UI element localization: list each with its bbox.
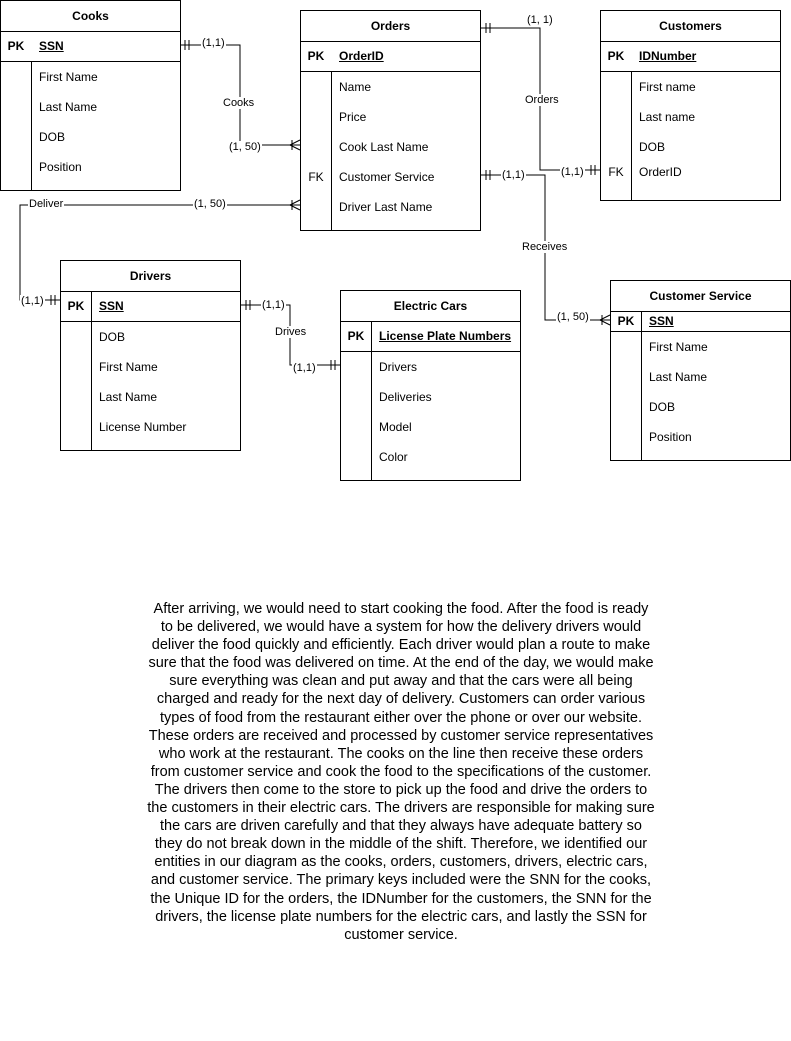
attribute: First Name <box>649 340 708 354</box>
attribute: Model <box>379 420 412 434</box>
pk-label: PK <box>67 299 85 313</box>
attribute: Position <box>649 430 692 444</box>
attribute: Last Name <box>99 390 158 404</box>
entity-cooks[interactable]: Cooks PK SSN First Name Last Name DOB Po… <box>0 0 181 191</box>
cardinality-cooks-a: (1,1) <box>201 37 226 49</box>
primary-key-row: PK SSN <box>1 31 180 62</box>
attribute: Driver Last Name <box>339 200 433 214</box>
relationship-label-deliver: Deliver <box>28 198 65 210</box>
relationship-label-cooks: Cooks <box>222 97 256 109</box>
column-divider <box>641 311 642 460</box>
attribute: Customer Service <box>339 170 435 184</box>
attribute: First name <box>639 80 696 94</box>
attribute: Name <box>339 80 372 94</box>
cardinality-deliver-b: (1,1) <box>20 295 45 307</box>
entity-customer-service[interactable]: Customer Service PK SSN First Name Last … <box>610 280 791 461</box>
column-divider <box>631 71 632 200</box>
primary-key-name: License Plate Numbers <box>379 329 512 343</box>
attribute: OrderID <box>639 165 682 179</box>
pk-label: PK <box>307 49 325 63</box>
description-paragraph: After arriving, we would need to start c… <box>147 601 655 943</box>
attribute: Position <box>39 160 82 174</box>
attribute: DOB <box>99 330 126 344</box>
primary-key-name: SSN <box>39 39 64 53</box>
entity-title: Drivers <box>61 261 240 292</box>
attribute: Last Name <box>649 370 708 384</box>
relationship-label-orders: Orders <box>524 94 560 106</box>
pk-label: PK <box>347 329 365 343</box>
pk-label: PK <box>7 39 25 53</box>
column-divider <box>91 291 92 450</box>
cardinality-receives-a: (1,1) <box>501 169 526 181</box>
attribute: DOB <box>649 400 676 414</box>
cardinality-drives-b: (1,1) <box>292 362 317 374</box>
entity-title: Customer Service <box>611 281 790 312</box>
relationship-label-receives: Receives <box>521 241 569 253</box>
attribute: License Number <box>99 420 187 434</box>
attribute: First Name <box>39 70 98 84</box>
cardinality-drives-a: (1,1) <box>261 299 286 311</box>
primary-key-name: SSN <box>99 299 124 313</box>
link-cooks <box>180 44 300 146</box>
attribute: Drivers <box>379 360 417 374</box>
entity-title: Orders <box>301 11 480 42</box>
column-divider <box>331 71 332 230</box>
attribute: DOB <box>639 140 666 154</box>
primary-key-name: OrderID <box>339 49 384 63</box>
entity-electric-cars[interactable]: Electric Cars PK License Plate Numbers D… <box>340 290 521 481</box>
primary-key-name: SSN <box>649 314 674 328</box>
attribute: Cook Last Name <box>339 140 429 154</box>
entity-title: Cooks <box>1 1 180 32</box>
primary-key-row: PK IDNumber <box>601 41 780 72</box>
column-divider <box>31 61 32 190</box>
attribute: Price <box>339 110 367 124</box>
attribute: Color <box>379 450 408 464</box>
primary-key-row: PK SSN <box>611 311 790 332</box>
attribute: Last name <box>639 110 696 124</box>
cardinality-deliver-a: (1, 50) <box>193 198 227 210</box>
pk-label: PK <box>617 314 635 328</box>
primary-key-row: PK License Plate Numbers <box>341 321 520 352</box>
cardinality-orders-b: (1,1) <box>560 166 585 178</box>
cardinality-receives-b: (1, 50) <box>556 311 590 323</box>
entity-title: Electric Cars <box>341 291 520 322</box>
attribute: Deliveries <box>379 390 432 404</box>
attribute: Last Name <box>39 100 98 114</box>
entity-customers[interactable]: Customers PK IDNumber First name Last na… <box>600 10 781 201</box>
fk-label: FK <box>608 165 624 179</box>
primary-key-name: IDNumber <box>639 49 697 63</box>
pk-label: PK <box>607 49 625 63</box>
primary-key-row: PK OrderID <box>301 41 480 72</box>
column-divider <box>371 321 372 480</box>
attribute: DOB <box>39 130 66 144</box>
attribute: First Name <box>99 360 158 374</box>
fk-label: FK <box>308 170 324 184</box>
entity-title: Customers <box>601 11 780 42</box>
entity-orders[interactable]: Orders PK OrderID Name Price Cook Last N… <box>300 10 481 231</box>
primary-key-row: PK SSN <box>61 291 240 322</box>
entity-drivers[interactable]: Drivers PK SSN DOB First Name Last Name … <box>60 260 241 451</box>
relationship-label-drives: Drives <box>274 326 308 338</box>
cardinality-orders-a: (1, 1) <box>526 14 554 26</box>
cardinality-cooks-b: (1, 50) <box>228 141 262 153</box>
